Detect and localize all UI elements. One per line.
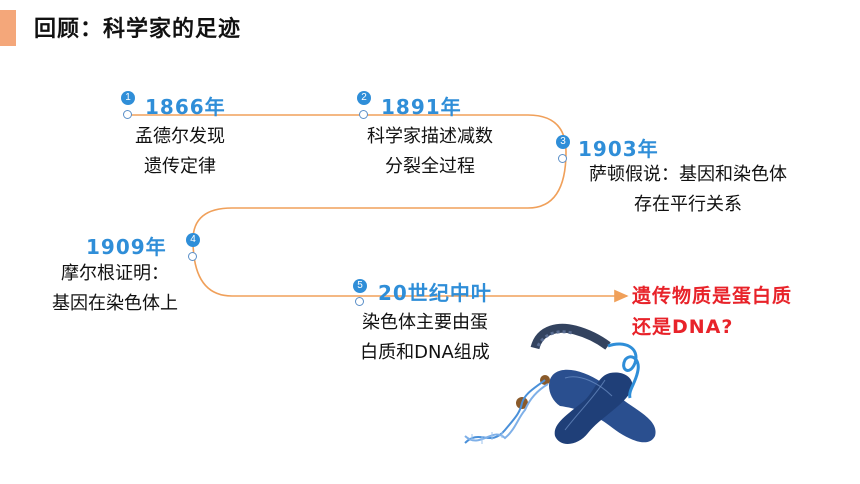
- timeline-node-4: 4: [186, 233, 200, 247]
- event-5-desc-line2: 白质和DNA组成: [360, 342, 490, 363]
- chromosome-icon: [548, 369, 656, 444]
- event-2-desc-line2: 分裂全过程: [385, 156, 475, 177]
- timeline-dot-4: [188, 252, 197, 261]
- event-2-desc-line1: 科学家描述减数: [367, 126, 493, 147]
- timeline-node-2: 2: [357, 91, 371, 105]
- event-4-year: 1909年: [86, 235, 167, 259]
- event-1-description: 孟德尔发现 遗传定律: [110, 122, 250, 182]
- page-title: 回顾：科学家的足迹: [34, 17, 242, 42]
- chromatin-coil-icon: [530, 323, 640, 399]
- timeline-node-5: 5: [353, 279, 367, 293]
- dna-chromosome-illustration: [464, 323, 656, 444]
- key-question-line2: 还是DNA?: [632, 316, 734, 338]
- event-4-desc-line1: 摩尔根证明：: [61, 263, 169, 284]
- timeline-dot-3: [558, 154, 567, 163]
- key-question: 遗传物质是蛋白质 还是DNA?: [632, 281, 792, 343]
- event-3-year: 1903年: [578, 137, 659, 161]
- event-1-desc-line1: 孟德尔发现: [135, 126, 225, 147]
- timeline-dot-1: [123, 110, 132, 119]
- event-5-description: 染色体主要由蛋 白质和DNA组成: [335, 308, 515, 368]
- timeline-node-1: 1: [121, 91, 135, 105]
- event-2-year: 1891年: [381, 95, 462, 119]
- event-2-description: 科学家描述减数 分裂全过程: [340, 122, 520, 182]
- timeline-dot-2: [359, 110, 368, 119]
- key-question-line1: 遗传物质是蛋白质: [632, 285, 793, 307]
- event-4-desc-line2: 基因在染色体上: [52, 293, 178, 314]
- title-accent-bar: [0, 10, 16, 46]
- event-3-desc-line2: 存在平行关系: [634, 194, 742, 215]
- event-4-description: 摩尔根证明： 基因在染色体上: [35, 259, 195, 319]
- event-3-desc-line1: 萨顿假说：基因和染色体: [589, 164, 787, 185]
- event-1-year: 1866年: [145, 95, 226, 119]
- event-5-desc-line1: 染色体主要由蛋: [362, 312, 488, 333]
- event-3-description: 萨顿假说：基因和染色体 存在平行关系: [558, 160, 818, 220]
- dna-helix-icon: [464, 379, 549, 444]
- event-5-year: 20世纪中叶: [378, 281, 492, 305]
- event-1-desc-line2: 遗传定律: [144, 156, 216, 177]
- timeline-dot-5: [355, 297, 364, 306]
- timeline-node-3: 3: [556, 135, 570, 149]
